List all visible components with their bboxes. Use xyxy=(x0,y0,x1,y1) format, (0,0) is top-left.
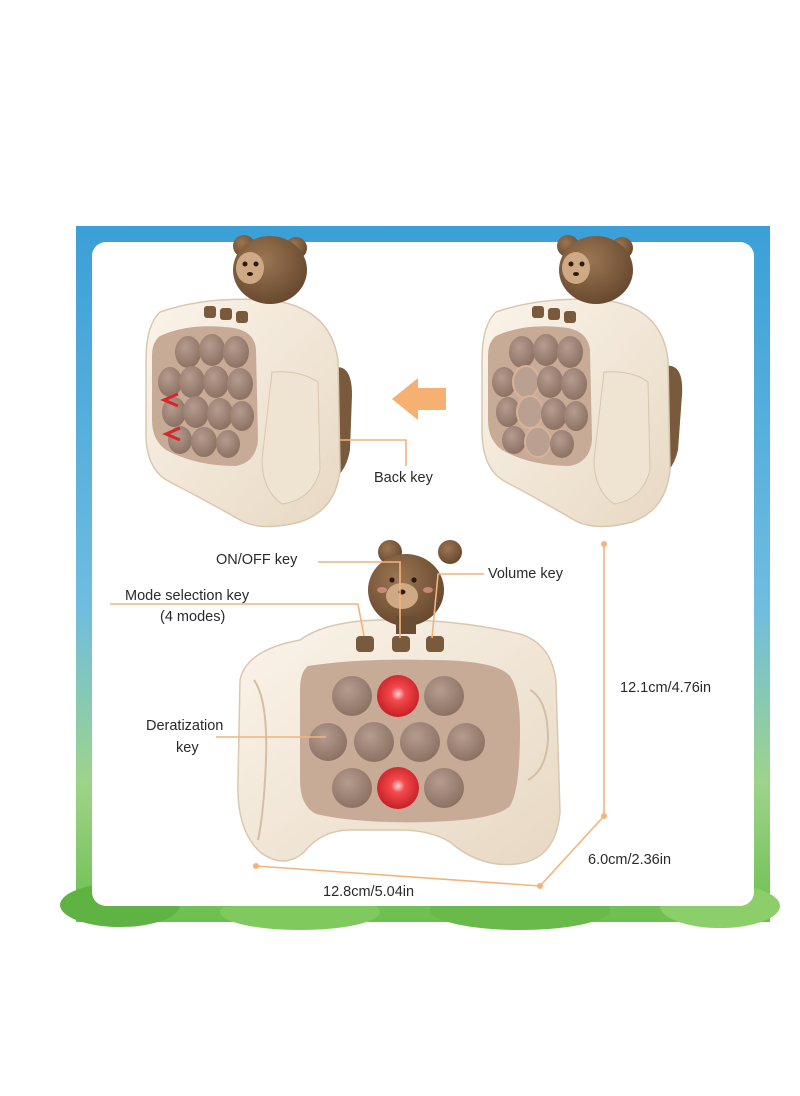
deratization-key-label: Deratization xyxy=(146,718,224,734)
device-view-front xyxy=(237,540,561,866)
mode-selection-key xyxy=(356,636,374,652)
bear-head-front xyxy=(368,540,462,634)
height-dimension-label: 12.1cm/4.76in xyxy=(620,680,712,696)
device-view-left xyxy=(145,235,352,528)
leader-lines xyxy=(110,439,605,887)
depth-dimension-label: 6.0cm/2.36in xyxy=(588,852,672,868)
on-off-key-label: ON/OFF key xyxy=(216,552,298,568)
arrow-left-icon xyxy=(392,378,446,420)
led-bubble-bottom xyxy=(377,767,419,809)
back-key-label: Back key xyxy=(374,470,433,486)
led-bubble-top xyxy=(377,675,419,717)
bubble-grid-front xyxy=(309,675,485,809)
width-dimension-label: 12.8cm/5.04in xyxy=(323,884,415,900)
mode-selection-modes-label: (4 modes) xyxy=(160,609,226,625)
volume-key xyxy=(426,636,444,652)
bubble-grid-left xyxy=(158,334,254,458)
deratization-key-label-2: key xyxy=(176,740,199,756)
on-off-key xyxy=(392,636,410,652)
mode-selection-key-label: Mode selection key xyxy=(125,588,250,604)
volume-key-label: Volume key xyxy=(488,566,563,582)
bubble-grid-right xyxy=(492,334,588,458)
dimension-endpoints xyxy=(253,541,607,889)
bear-head-left xyxy=(233,235,307,304)
device-view-right xyxy=(481,235,683,528)
bear-head-right xyxy=(557,235,633,304)
